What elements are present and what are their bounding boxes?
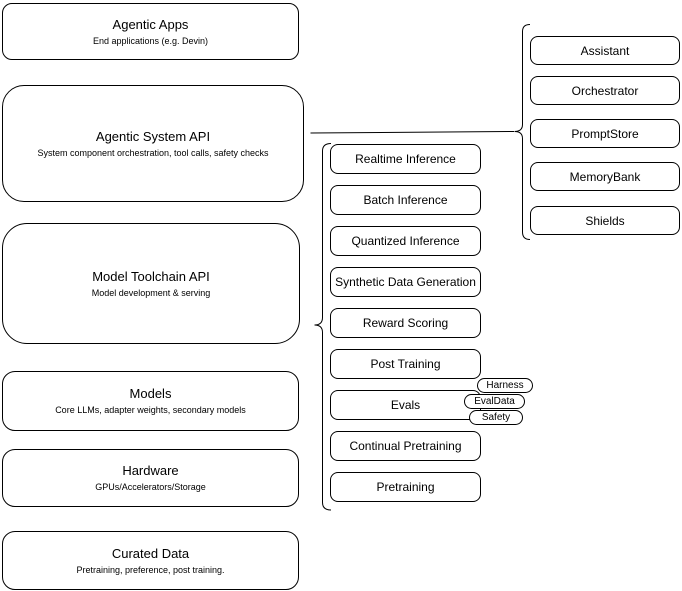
node-post-training: Post Training <box>330 349 481 379</box>
node-models: Models Core LLMs, adapter weights, secon… <box>2 371 299 431</box>
node-title: Models <box>129 386 172 401</box>
node-orchestrator: Orchestrator <box>530 76 680 105</box>
node-title: Curated Data <box>111 545 190 561</box>
node-subtitle: End applications (e.g. Devin) <box>92 35 209 46</box>
node-realtime-inference: Realtime Inference <box>330 144 481 174</box>
node-agentic-system-api: Agentic System API System component orch… <box>2 85 304 202</box>
node-shields: Shields <box>530 206 680 235</box>
node-hardware: Hardware GPUs/Accelerators/Storage <box>2 449 299 507</box>
node-subtitle: Core LLMs, adapter weights, secondary mo… <box>55 405 246 415</box>
node-subtitle: System component orchestration, tool cal… <box>37 147 269 158</box>
node-pretraining: Pretraining <box>330 472 481 502</box>
node-batch-inference: Batch Inference <box>330 185 481 215</box>
node-title: Model Toolchain API <box>92 268 210 284</box>
node-agentic-apps: Agentic Apps End applications (e.g. Devi… <box>2 3 299 60</box>
node-continual-pretraining: Continual Pretraining <box>330 431 481 461</box>
connector-line <box>310 131 515 134</box>
node-title: Agentic System API <box>95 128 211 144</box>
node-model-toolchain-api: Model Toolchain API Model development & … <box>2 223 300 344</box>
node-title: Agentic Apps <box>112 16 189 32</box>
node-synthetic-data-generation: Synthetic Data Generation <box>330 267 481 297</box>
node-subtitle: GPUs/Accelerators/Storage <box>95 482 206 492</box>
node-reward-scoring: Reward Scoring <box>330 308 481 338</box>
node-subtitle: Model development & serving <box>91 287 211 298</box>
node-curated-data: Curated Data Pretraining, preference, po… <box>2 531 299 590</box>
node-memorybank: MemoryBank <box>530 162 680 191</box>
system-brace <box>514 24 531 240</box>
pill-evaldata: EvalData <box>464 394 525 409</box>
node-subtitle: Pretraining, preference, post training. <box>76 564 225 575</box>
node-assistant: Assistant <box>530 36 680 65</box>
node-promptstore: PromptStore <box>530 119 680 148</box>
node-evals: Evals <box>330 390 481 420</box>
node-quantized-inference: Quantized Inference <box>330 226 481 256</box>
pill-harness: Harness <box>477 378 533 393</box>
toolchain-brace <box>314 143 332 511</box>
node-title: Hardware <box>122 463 179 478</box>
pill-safety: Safety <box>469 410 523 425</box>
